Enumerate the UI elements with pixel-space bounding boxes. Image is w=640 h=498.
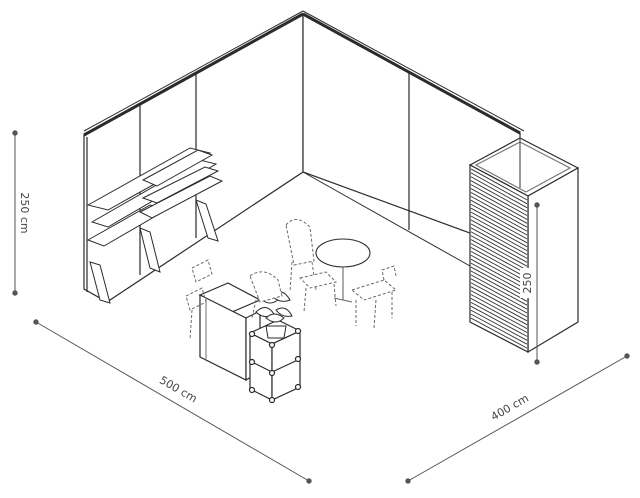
depth-label-bg [485,387,535,425]
cabinet-height-label: 250 [521,273,534,294]
cabinet-slat [470,290,528,322]
cabinet-slat [470,188,528,220]
cabinet-slat [470,219,528,251]
cabinet-slat [470,243,528,275]
cabinet-slat [470,211,528,244]
cabinet-slat [470,274,528,306]
cabinet-slat [470,258,528,290]
chair [299,271,337,313]
cabinet-slat [470,207,528,240]
dimension-cabinet-height [534,202,540,365]
chair [285,219,317,293]
depth-label: 400 cm [489,392,531,424]
chair [185,259,213,341]
cabinet-slat [470,239,528,271]
cabinet-slat [470,227,528,259]
cabinet-slat [470,203,528,236]
cabinet-slat [470,235,528,267]
cabinet-slat [470,247,528,279]
slatted-cabinet [468,137,580,354]
cabinet-slat [470,199,528,232]
height-label: 250 cm [18,192,31,233]
cabinet-slat [470,309,528,341]
cube-shelf [248,319,302,404]
cabinet-height-label-bg [520,268,536,298]
cabinet-slat [470,266,528,298]
cabinet-slat [470,180,528,212]
dimension-depth [405,353,630,484]
wall-shelving [86,147,224,304]
cabinet-slat [470,282,528,314]
cabinet-slat [470,298,528,329]
cabinet-side [527,166,579,354]
cabinet-slat [470,278,528,310]
cabinet-slat [470,172,528,205]
width-label-bg [151,364,205,404]
chair [249,271,283,319]
cabinet-slat [470,223,528,255]
cabinet-slat [470,286,528,318]
cabinet-slat [470,301,528,333]
cabinet-slat [470,313,528,345]
cabinet-slat [470,231,528,263]
cabinet-slat [470,192,528,224]
cabinet-slat [470,270,528,302]
cabinet-slat [470,215,528,248]
cabinet-slat [470,196,528,228]
cabinet-slat [470,184,528,216]
cabinet-slats [470,168,528,349]
cabinet-slat [470,176,528,209]
height-label-bg [18,190,34,236]
bistro-table [315,238,371,303]
cabinet-slat [470,317,528,349]
cabinet-slat [470,294,528,326]
cabinet-slat [470,168,528,201]
chair [350,265,398,329]
dimension-height [12,130,18,296]
cabinet-slat [470,254,528,287]
cabinet-slat [470,262,528,294]
cabinet-slat [470,305,528,337]
left-wall-top-edge [83,12,304,137]
cabinet-slat [470,250,528,283]
right-wall-top-edge [302,12,521,135]
dimension-width [33,319,312,484]
